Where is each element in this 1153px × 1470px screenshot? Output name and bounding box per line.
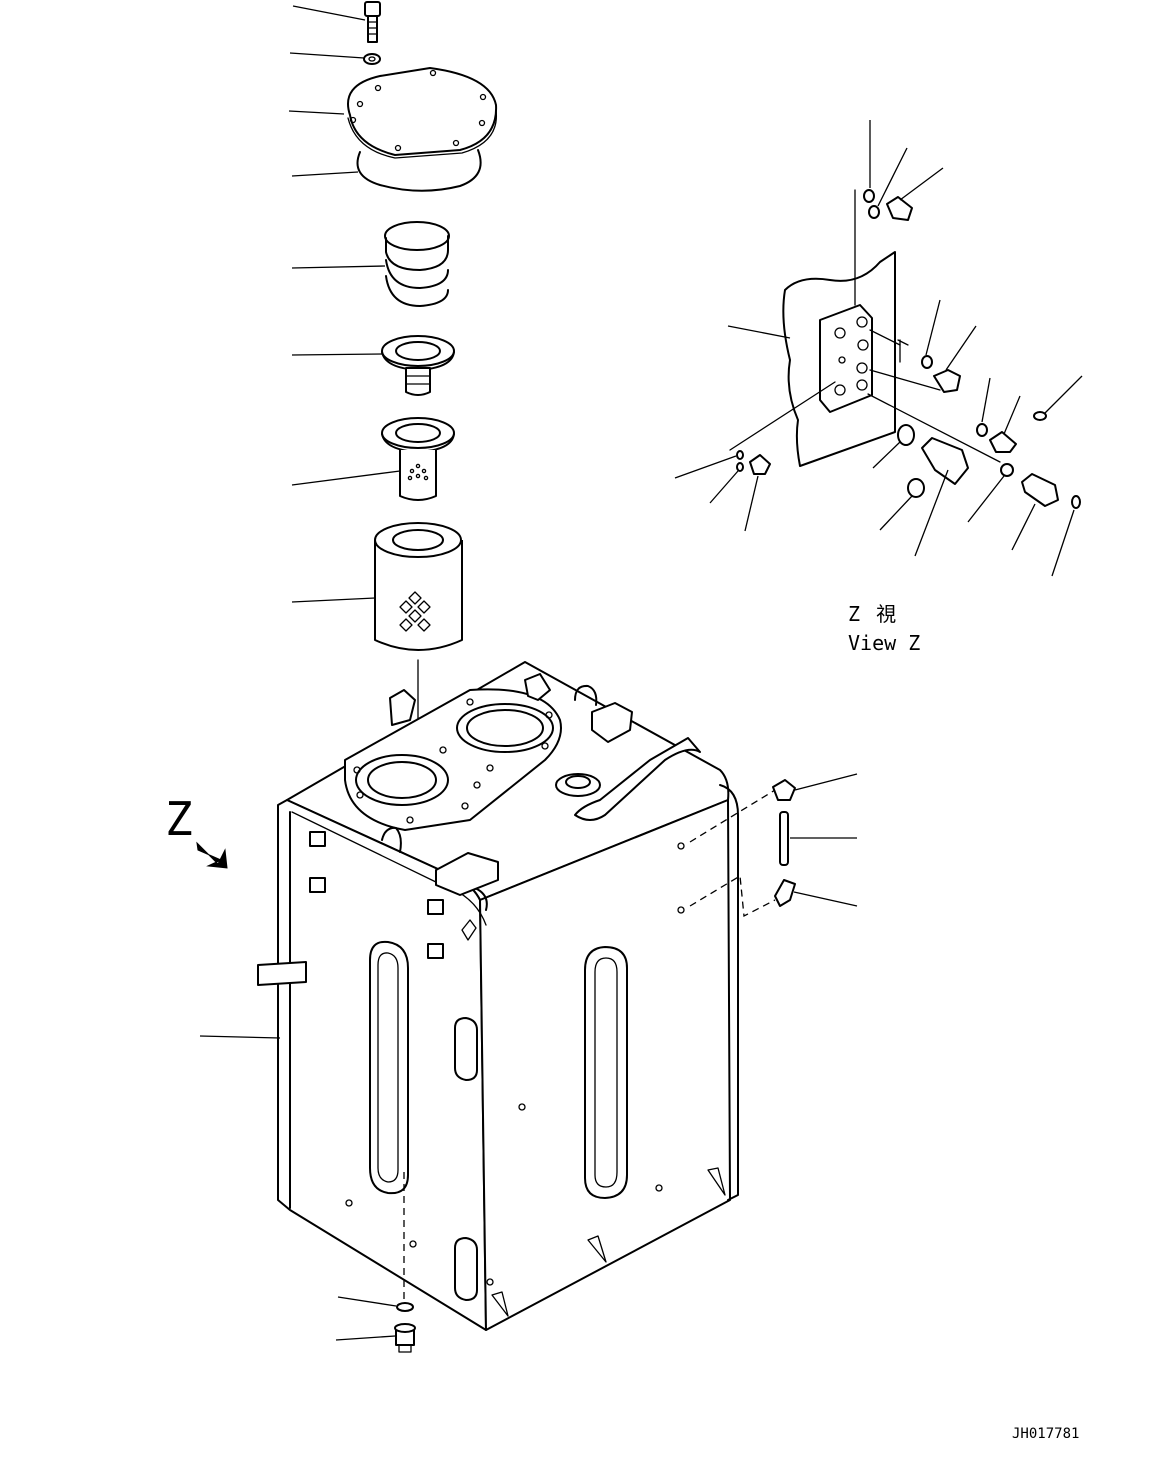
view-z-label-japanese: Z 視 — [848, 602, 898, 626]
view-z-label-english: View Z — [848, 631, 920, 655]
drain-plug — [394, 1323, 416, 1353]
filter-element — [374, 522, 463, 651]
view-z-detail — [674, 120, 1083, 577]
pipe — [779, 811, 789, 866]
tank-side-details — [257, 831, 726, 1317]
elbow-fitting-lower — [774, 879, 796, 907]
strainer-basket — [381, 417, 455, 501]
washer — [363, 53, 381, 65]
strainer-holes — [407, 463, 429, 481]
drawing-number: JH017781 — [1012, 1426, 1079, 1442]
filter-diamond-pattern — [399, 591, 431, 632]
elbow-fitting-upper — [772, 779, 796, 801]
drain-washer — [396, 1302, 414, 1312]
z-arrow-label: Z — [165, 792, 193, 846]
valve-element — [381, 335, 455, 396]
leader-lines-tank — [199, 1035, 397, 1341]
leader-lines-right — [790, 773, 858, 907]
spring — [384, 221, 450, 307]
leader-lines-stack — [288, 5, 401, 603]
cover-plate — [347, 67, 498, 159]
o-ring-gasket — [356, 149, 482, 192]
tank-top-flange — [344, 688, 562, 831]
tank-top-fittings — [381, 673, 701, 896]
bolt — [364, 1, 381, 43]
z-arrow-icon — [196, 841, 228, 869]
